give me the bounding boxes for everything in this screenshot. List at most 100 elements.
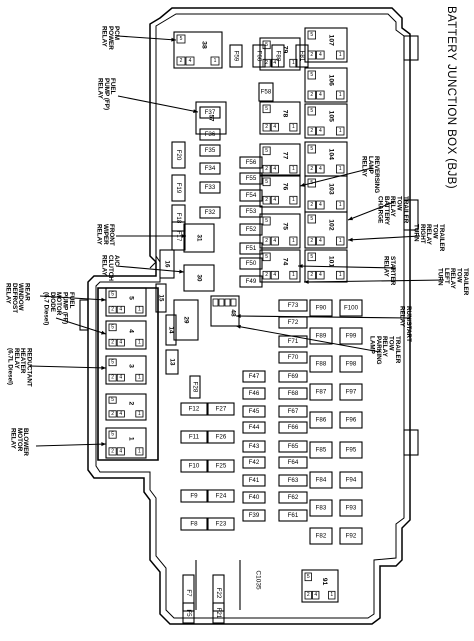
fuse-label-f8: F8 <box>190 521 198 528</box>
relay-pin-number: 5 <box>111 397 114 403</box>
fuse-label-f63: F63 <box>288 477 299 484</box>
relay-pin-number: 2 <box>310 52 313 58</box>
fuse-label-f7: F7 <box>185 589 192 597</box>
fuse-f62 <box>278 491 308 504</box>
relay-pin-number: 4 <box>273 272 276 278</box>
relay-pin-number: 2 <box>265 166 268 172</box>
relay-pin <box>108 338 117 347</box>
fuse-label-f9: F9 <box>190 493 198 500</box>
relay-label-13: 13 <box>169 359 176 366</box>
label-fuel-pump-relay: FUEL PUMP (FP) RELAY <box>96 78 117 111</box>
relay-pin <box>289 195 298 205</box>
relay-pin <box>262 177 271 187</box>
fuse-label-f46: F46 <box>249 390 260 397</box>
relay-label-57: 57 <box>208 115 215 122</box>
relay-pin-number: 2 <box>265 272 268 278</box>
label-pcm-power-relay: PCM POWER RELAY <box>100 26 121 50</box>
relay-pin <box>218 298 225 307</box>
fuse-label-f19: F19 <box>175 183 182 194</box>
fuse-label-f71: F71 <box>288 338 299 345</box>
fuse-f40 <box>242 491 266 504</box>
relay-pin-number: 1 <box>138 340 141 346</box>
relay-pin-number: 5 <box>265 254 268 260</box>
relay-pin <box>135 373 144 382</box>
fuse-f28 <box>189 375 201 399</box>
relay-1 <box>105 427 147 459</box>
fuse-f99 <box>339 327 363 345</box>
relay-pin <box>307 106 316 116</box>
relay-pin-number: 5 <box>310 32 313 38</box>
relay-pin <box>336 200 345 210</box>
relay-pin-number: 4 <box>273 124 276 130</box>
fuse-f88 <box>309 355 333 373</box>
relay-pin <box>312 590 320 600</box>
fuse-f42 <box>242 456 266 469</box>
relay-pin <box>307 252 316 262</box>
relay-pin-number: 1 <box>138 448 141 454</box>
relay-pin <box>336 90 345 100</box>
relay-pin-number: 4 <box>319 92 322 98</box>
fuse-f39 <box>242 509 266 522</box>
fuse-f63 <box>278 474 308 487</box>
relay-pin-number: 4 <box>319 202 322 208</box>
relay-pin-number: 4 <box>273 60 276 66</box>
fuse-f100 <box>339 299 363 317</box>
fuse-label-f81: F81 <box>299 51 306 62</box>
relay-75 <box>259 213 301 249</box>
relay-label-15: 15 <box>158 295 165 302</box>
fuse-f94 <box>339 471 363 489</box>
relay-105 <box>304 103 348 139</box>
fuse-label-f21: F21 <box>215 608 222 619</box>
fuse-label-f49: F49 <box>246 278 257 285</box>
relay-pin-number: 4 <box>273 197 276 203</box>
fuse-label-f28: F28 <box>192 382 199 393</box>
fuse-label-f33: F33 <box>205 184 216 191</box>
relay-pin-number: 4 <box>273 238 276 244</box>
leader-arrowhead <box>348 216 353 221</box>
relay-pin <box>262 195 271 205</box>
relay-pin <box>289 270 298 280</box>
relay-pin-number: 2 <box>307 592 310 598</box>
relay-pin-number: 4 <box>319 128 322 134</box>
relay-pin-number: 2 <box>310 202 313 208</box>
fuse-label-f90: F90 <box>316 305 327 312</box>
fuse-label-f70: F70 <box>288 354 299 361</box>
relay-pin-number: 2 <box>265 238 268 244</box>
relay-pin-number: 4 <box>119 340 122 346</box>
relay-pin-number: 4 <box>319 272 322 278</box>
leader-line <box>117 95 199 113</box>
relay-label-30: 30 <box>196 275 203 282</box>
fuse-label-f20: F20 <box>175 150 182 161</box>
relay-13 <box>165 349 179 375</box>
relay-pin-number: 4 <box>314 592 317 598</box>
fuse-label-f69: F69 <box>288 373 299 380</box>
relay-pin-number: 1 <box>138 411 141 417</box>
fuse-label-f10: F10 <box>189 463 200 470</box>
leader-line <box>115 265 185 273</box>
fuse-f24 <box>207 489 235 503</box>
label-starter-relay: STARTER RELAY <box>382 256 396 286</box>
relay-pin <box>262 40 271 50</box>
relay-pin-number: 4 <box>119 448 122 454</box>
fuse-label-f51: F51 <box>246 245 257 252</box>
relay-pin-number: 5 <box>265 148 268 154</box>
relay-pin-number: 2 <box>111 448 114 454</box>
relay-pin <box>116 305 125 314</box>
fuse-f83 <box>309 499 333 517</box>
label-reductant-heater-relay: REDUCTANT HEATER RELAY (6.7L Diesel) <box>6 348 33 387</box>
relay-pin-number: 5 <box>111 291 114 297</box>
fuse-label-f11: F11 <box>189 434 200 441</box>
fuse-label-f66: F66 <box>288 424 299 431</box>
fuse-label-f32: F32 <box>205 209 216 216</box>
label-trailer-left-turn: TRAILER TOW RELAY LEFT TURN <box>436 268 470 296</box>
enclosure-outline <box>87 7 411 625</box>
relay-pin <box>262 58 271 68</box>
relay-pin <box>262 216 271 226</box>
relay-pin-number: 2 <box>265 60 268 66</box>
relay-pin <box>262 122 271 132</box>
fuse-label-f56: F56 <box>246 159 257 166</box>
relay-pin <box>307 50 316 60</box>
bay-rib <box>149 236 157 269</box>
diagram-title: BATTERY JUNCTION BOX (BJB) <box>445 6 457 189</box>
fuse-f37 <box>199 106 221 119</box>
